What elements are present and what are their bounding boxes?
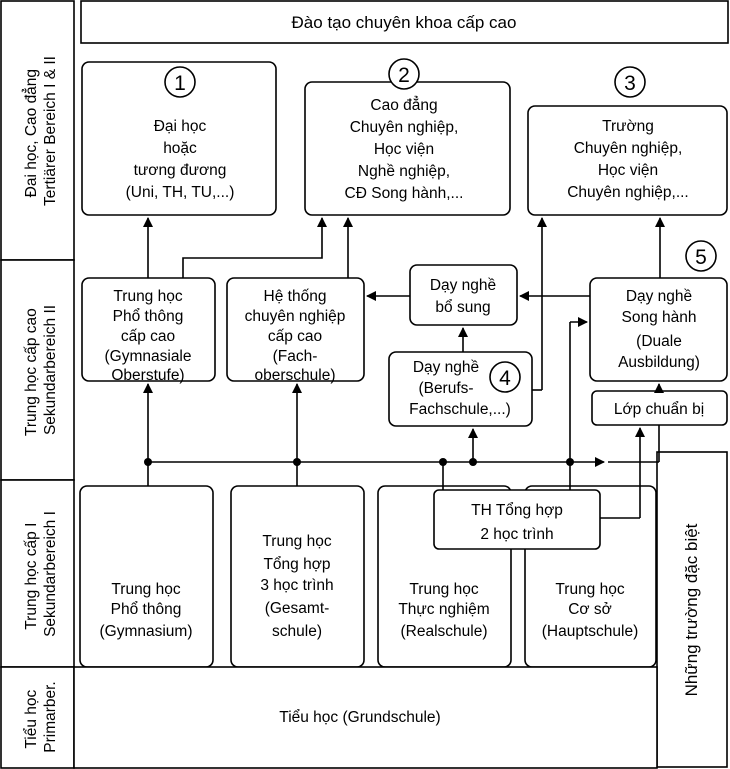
svg-text:Lớp chuẩn bị: Lớp chuẩn bị: [614, 401, 704, 418]
svg-text:2 học trình: 2 học trình: [480, 526, 553, 543]
svg-text:(Gymnasium): (Gymnasium): [99, 623, 192, 640]
svg-text:3 học trình: 3 học trình: [260, 577, 333, 594]
duale-ausbildung-box: 5 Dạy nghề Song hành (Duale Ausbildung): [589, 240, 728, 382]
svg-text:Dạy nghề: Dạy nghề: [430, 277, 496, 294]
tertiary-box-1: 1 Đại học hoặc tương đương (Uni, TH, TU,…: [81, 61, 277, 216]
tertiary-box-3: 3 Trường Chuyên nghiệp, Học viện Chuyên …: [527, 66, 728, 216]
svg-text:3: 3: [624, 72, 636, 95]
svg-text:Fachschule,...): Fachschule,...): [409, 401, 511, 418]
title-box: [80, 0, 729, 44]
svg-text:Trung học: Trung học: [111, 581, 180, 598]
special-schools-box: Những trường đặc biệt: [656, 451, 728, 768]
tertiary-box-2: 2 Cao đẳng Chuyên nghiệp, Học viện Nghề …: [304, 58, 511, 216]
svg-text:4: 4: [499, 367, 511, 390]
svg-text:(Fach-: (Fach-: [273, 348, 318, 365]
svg-text:Nghề nghiệp,: Nghề nghiệp,: [358, 163, 450, 180]
fachoberschule-box: Hệ thống chuyên nghiệp cấp cao (Fach- ob…: [226, 277, 365, 384]
level-tertiary-label: Đai học, Cao đẳng Tertiärer Bereich I & …: [22, 56, 59, 206]
berufsfachschule-box: 4 Dạy nghề (Berufs- Fachschule,...): [388, 351, 533, 427]
svg-text:(Uni, TH, TU,...): (Uni, TH, TU,...): [126, 184, 235, 201]
gymnasium-box: Trung học Phổ thông (Gymnasium): [79, 485, 214, 668]
svg-text:Học viện: Học viện: [598, 162, 658, 179]
svg-text:Dạy nghề: Dạy nghề: [413, 359, 479, 376]
level-secondary2-label: Trung học cấp cao Sekundarbereich II: [23, 304, 59, 436]
level-column: Đai học, Cao đẳng Tertiärer Bereich I & …: [0, 0, 75, 769]
svg-text:Trung học: Trung học: [113, 288, 182, 305]
th-tong-hop-box: TH Tổng hợp 2 học trình: [433, 489, 601, 550]
svg-text:Ausbildung): Ausbildung): [618, 354, 700, 371]
svg-text:Cơ sở: Cơ sở: [568, 601, 612, 618]
primary-box: Tiểu học (Grundschule): [73, 666, 658, 769]
level-primary-label: Tiểu học Primarber.: [23, 681, 59, 753]
svg-text:Trung học: Trung học: [409, 581, 478, 598]
gesamtschule-box: Trung học Tổng hợp 3 học trình (Gesamt- …: [230, 485, 365, 668]
svg-text:TH Tổng hợp: TH Tổng hợp: [471, 502, 563, 519]
svg-text:Hệ thống: Hệ thống: [264, 288, 327, 305]
svg-text:Trung học: Trung học: [555, 581, 624, 598]
svg-text:cấp cao: cấp cao: [268, 328, 322, 345]
svg-text:Trung học: Trung học: [262, 533, 331, 550]
svg-text:Chuyên nghiệp,: Chuyên nghiệp,: [574, 140, 683, 157]
svg-text:chuyên nghiệp: chuyên nghiệp: [245, 308, 346, 325]
level-secondary1-label: Trung học cấp I Sekundarbereich I: [23, 511, 59, 637]
svg-text:Dạy nghề: Dạy nghề: [626, 288, 692, 305]
gymnasiale-oberstufe-box: Trung học Phổ thông cấp cao (Gymnasiale …: [81, 277, 216, 384]
svg-text:Trường: Trường: [602, 118, 654, 135]
svg-text:Oberstufe): Oberstufe): [111, 367, 184, 384]
svg-text:5: 5: [695, 246, 707, 269]
svg-text:(Berufs-: (Berufs-: [418, 380, 473, 397]
svg-text:Đại học: Đại học: [154, 118, 207, 135]
svg-text:CĐ Song hành,...: CĐ Song hành,...: [345, 185, 464, 202]
svg-text:Thực nghiệm: Thực nghiệm: [398, 601, 489, 618]
zusatz-ausbildung-box: Dạy nghề bổ sung: [409, 264, 518, 326]
svg-text:(Duale: (Duale: [636, 333, 682, 350]
svg-text:tương đương: tương đương: [134, 162, 227, 179]
prep-class-box: Lớp chuẩn bị: [591, 390, 728, 426]
svg-text:2: 2: [398, 64, 410, 87]
svg-text:Tiểu học (Grundschule): Tiểu học (Grundschule): [279, 709, 440, 726]
svg-text:Học viện: Học viện: [374, 141, 434, 158]
svg-text:(Gesamt-: (Gesamt-: [265, 600, 330, 617]
svg-text:Tổng hợp: Tổng hợp: [263, 556, 330, 573]
svg-text:bổ sung: bổ sung: [435, 299, 490, 316]
svg-text:(Hauptschule): (Hauptschule): [542, 623, 639, 640]
svg-text:(Realschule): (Realschule): [400, 623, 487, 640]
svg-text:Cao đẳng: Cao đẳng: [370, 96, 437, 114]
junction-dots: [144, 458, 574, 466]
svg-text:Song hành: Song hành: [622, 309, 697, 326]
svg-text:1: 1: [174, 72, 186, 95]
svg-text:Những trường đặc biệt: Những trường đặc biệt: [682, 523, 701, 696]
svg-text:oberschule): oberschule): [255, 367, 336, 384]
diagram-title: Đào tạo chuyên khoa cấp cao: [292, 13, 517, 32]
svg-text:Phổ thông: Phổ thông: [111, 601, 182, 618]
connector-lines: [143, 217, 665, 519]
svg-text:schule): schule): [272, 623, 322, 640]
svg-text:cấp cao: cấp cao: [121, 328, 175, 345]
svg-text:hoặc: hoặc: [163, 140, 197, 157]
svg-text:(Gymnasiale: (Gymnasiale: [105, 348, 192, 365]
svg-text:Chuyên nghiệp,...: Chuyên nghiệp,...: [567, 184, 689, 201]
svg-text:Phổ thông: Phổ thông: [113, 308, 184, 325]
svg-text:Chuyên nghiệp,: Chuyên nghiệp,: [350, 119, 459, 136]
